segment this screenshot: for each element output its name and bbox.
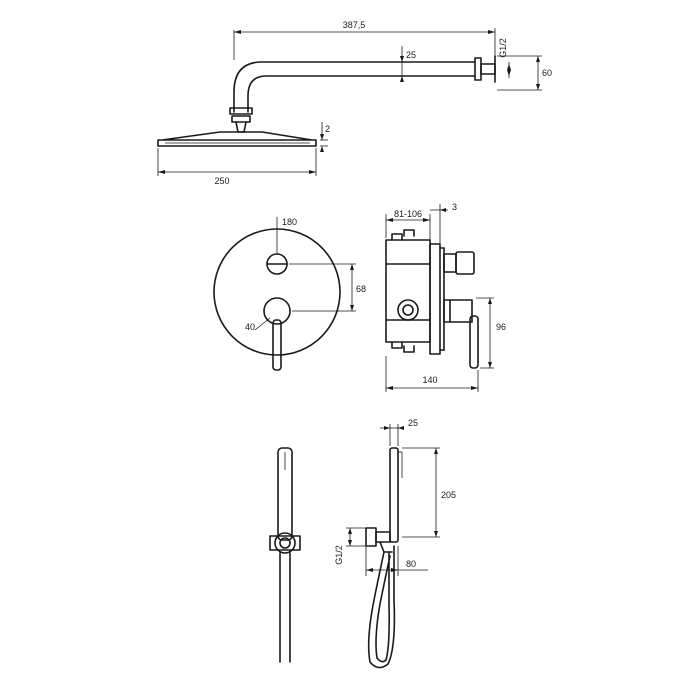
dim-knob-diameter: 40 — [245, 322, 255, 332]
dim-plate-diameter: 180 — [282, 217, 297, 227]
wall-connector — [480, 63, 496, 75]
arrowhead — [488, 362, 492, 368]
arrowhead — [350, 305, 354, 311]
dim-outlet-offset: 80 — [406, 559, 416, 569]
arrowhead — [386, 218, 393, 222]
arrowhead — [507, 64, 511, 70]
mixer-lever-side — [469, 315, 479, 369]
arrowhead — [350, 264, 354, 270]
mixer-box-bottom-clips — [391, 341, 415, 353]
arrowhead — [471, 386, 478, 390]
dim-thread: G1/2 — [498, 38, 508, 58]
mixer-knob — [263, 297, 291, 325]
wall-outlet-flange — [365, 527, 377, 547]
dim-handle-height: 205 — [441, 490, 456, 500]
holder-bracket — [379, 541, 393, 553]
dim-cover-thickness: 3 — [452, 202, 457, 212]
hose-loop — [367, 545, 396, 669]
wall-outlet-body — [375, 531, 391, 543]
swivel-ball — [235, 121, 247, 133]
outlet-elbow — [274, 532, 296, 554]
arrowhead — [386, 386, 393, 390]
arrowhead — [366, 568, 373, 572]
arrowhead — [398, 426, 404, 430]
dim-plate-thickness: 2 — [325, 124, 330, 134]
hand-shower-side: 25 205 G1/2 80 — [334, 418, 456, 669]
dim-hand-thread: G1/2 — [334, 545, 344, 565]
outlet-port — [397, 299, 419, 321]
arrowhead — [423, 218, 430, 222]
dim-arm-drop: 25 — [406, 50, 416, 60]
arrowhead — [158, 170, 165, 174]
mixer-box-cover — [429, 243, 441, 355]
outlet-port-inner — [402, 304, 414, 316]
arrowhead — [348, 528, 352, 534]
arrowhead — [488, 30, 495, 34]
mixer-knob-side — [443, 299, 473, 323]
mixer-box-side-view: 81-106 3 96 140 — [385, 202, 506, 392]
diverter-side-cap — [455, 251, 475, 275]
dim-knob-spacing: 68 — [356, 284, 366, 294]
arrowhead — [434, 531, 438, 537]
arrowhead — [309, 170, 316, 174]
arrowhead — [320, 134, 324, 140]
mixer-box-body — [385, 239, 431, 343]
mixer-front-view: 180 68 40 — [213, 217, 366, 371]
dim-arm-length: 387,5 — [343, 20, 366, 30]
wall-flange — [474, 57, 482, 81]
hand-shower-side-handle — [389, 447, 399, 543]
hand-shower-front — [269, 447, 301, 663]
arrowhead — [440, 208, 446, 212]
arrowhead — [507, 70, 511, 76]
arm-joint-ring — [229, 107, 253, 115]
dim-head-width: 250 — [214, 176, 229, 186]
arrowhead — [391, 568, 398, 572]
arrowhead — [400, 56, 404, 62]
arrowhead — [488, 298, 492, 304]
hand-shower-handle — [277, 447, 293, 541]
arrowhead — [320, 146, 324, 152]
outlet-elbow-inner — [279, 537, 291, 549]
arrowhead — [234, 30, 241, 34]
arrowhead — [400, 76, 404, 82]
hose-loop-inner — [375, 551, 391, 663]
dim-depth-range: 81-106 — [394, 209, 422, 219]
dim-wall-height: 60 — [542, 68, 552, 78]
leader-line — [254, 317, 271, 331]
dim-lever-height: 96 — [496, 322, 506, 332]
arrowhead — [434, 448, 438, 454]
mixer-lever — [272, 319, 282, 371]
diverter-side — [443, 253, 457, 273]
shower-head-plate — [157, 131, 317, 147]
mixer-box-top-clips — [391, 229, 415, 241]
dim-holder-width: 25 — [408, 418, 418, 428]
shower-arm — [233, 61, 476, 113]
arrowhead — [348, 540, 352, 546]
arrowhead — [384, 426, 390, 430]
arm-joint-ring-2 — [231, 115, 251, 123]
shower-head-assembly: 387,5 25 G1/2 60 2 250 — [157, 20, 552, 186]
dim-total-depth: 140 — [422, 375, 437, 385]
wall-holder — [269, 535, 301, 551]
arrowhead — [536, 84, 540, 90]
arrowhead — [536, 56, 540, 62]
